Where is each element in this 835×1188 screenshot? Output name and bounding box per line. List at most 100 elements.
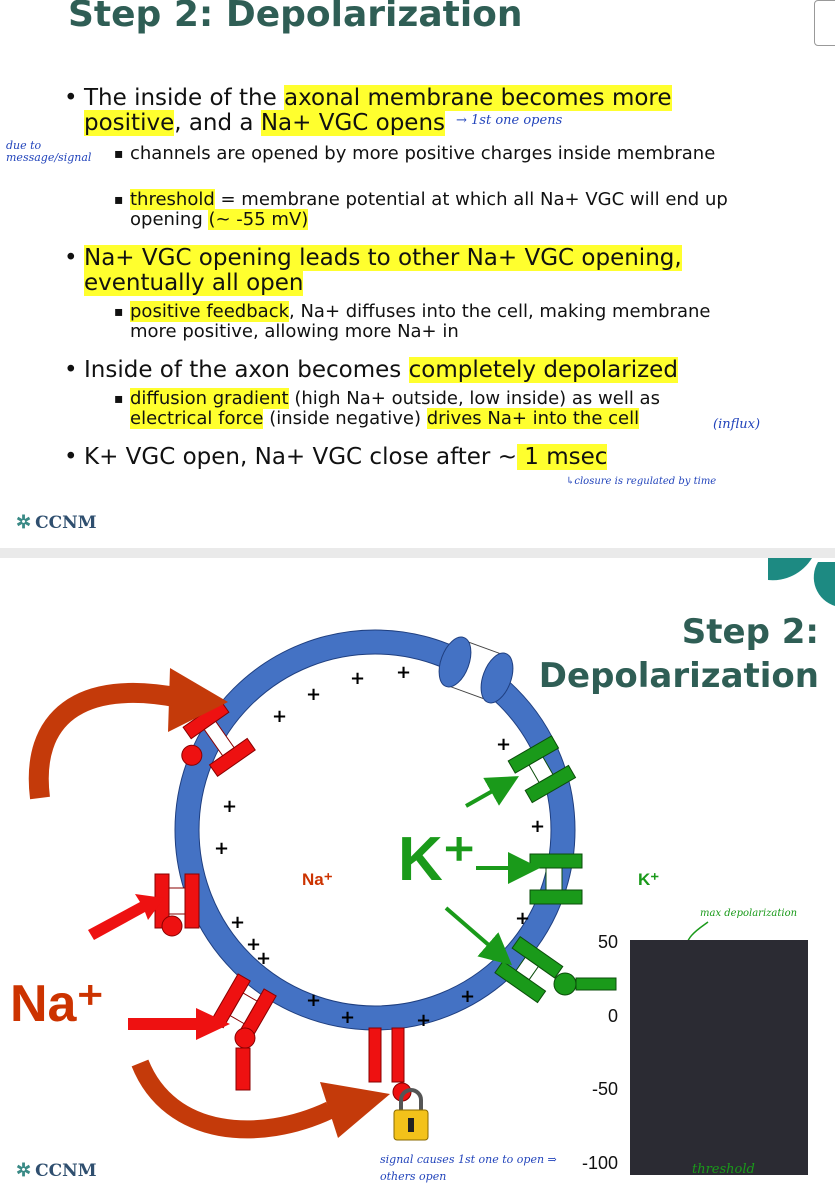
bullet-2: Na+ VGC opening leads to other Na+ VGC o… xyxy=(64,245,746,296)
highlighted-text: positive feedback xyxy=(130,301,290,322)
highlighted-text: threshold xyxy=(130,189,215,210)
highlighted-text: Na+ VGC opens xyxy=(260,110,446,136)
title-line-1: Step 2: xyxy=(681,612,819,652)
na-channel xyxy=(368,1027,412,1102)
bullet-1: The inside of the axonal membrane become… xyxy=(64,85,746,136)
plus-charge: + xyxy=(246,934,261,955)
plus-charge: + xyxy=(272,706,287,727)
lock-icon xyxy=(393,1088,429,1141)
na-arrow xyxy=(88,894,164,940)
na-gate xyxy=(234,1027,256,1049)
k-channel xyxy=(507,735,577,804)
membrane-pore xyxy=(438,636,514,704)
k-gate xyxy=(553,972,577,996)
plus-charge: + xyxy=(340,1007,355,1028)
k-label-large: K⁺ xyxy=(398,825,476,894)
y-tick-label: -100 xyxy=(581,1153,618,1173)
handwritten-note-max-depolarization: max depolarization xyxy=(700,908,798,919)
curved-arrow-head xyxy=(320,1082,390,1138)
na-channel xyxy=(154,873,200,937)
k-arrow xyxy=(444,906,513,966)
handwritten-note-signal: signal causes 1st one to open ⇒ others o… xyxy=(380,1153,557,1183)
highlighted-text: drives Na+ into the cell xyxy=(426,408,640,429)
plus-charge: + xyxy=(460,986,475,1007)
slide-title: Step 2:Depolarization xyxy=(539,610,819,698)
highlighted-text: completely depolarized xyxy=(408,357,678,383)
bullet-text: Inside of the axon becomes xyxy=(84,357,409,383)
handwritten-note-first-opens: → 1st one opens xyxy=(456,113,563,128)
bullet-text: , Na+ diffuses into the cell, making mem… xyxy=(130,301,711,342)
highlighted-text: Na+ VGC opening leads to other Na+ VGC o… xyxy=(84,245,682,296)
na-arrow xyxy=(128,1008,230,1040)
curved-arrows xyxy=(28,668,390,1139)
graph-panel xyxy=(630,940,808,1175)
slide-2: + + + + + + + + + + + + + + + + xyxy=(0,558,835,1188)
k-channel-tail xyxy=(575,977,617,991)
handwritten-note-influx: (influx) xyxy=(713,417,761,432)
plus-charge: + xyxy=(530,816,545,837)
membrane-ring xyxy=(174,629,576,1031)
bullet-text: = membrane potential at which all Na+ VG… xyxy=(130,189,728,230)
bullet-text: (inside negative) xyxy=(263,408,427,429)
curved-arrow xyxy=(28,682,182,800)
y-tick-label: 50 xyxy=(597,932,618,952)
bullet-text: , and a xyxy=(174,110,261,136)
bullet-3-sub-1: diffusion gradient (high Na+ outside, lo… xyxy=(114,388,744,429)
na-arrows xyxy=(88,894,230,1040)
plus-charge: + xyxy=(306,990,321,1011)
depolarization-diagram: + + + + + + + + + + + + + + + + xyxy=(28,558,835,1171)
ccnm-logo-icon: ✲ xyxy=(16,1160,32,1181)
k-arrow xyxy=(465,776,519,808)
ccnm-logo: ✲CCNM xyxy=(16,1160,97,1181)
bullet-text: (high Na+ outside, low inside) as well a… xyxy=(288,388,660,409)
curved-arrow-head xyxy=(168,668,228,732)
plus-charge: + xyxy=(496,734,511,755)
bullet-text: K+ VGC open, Na+ VGC close after ~ xyxy=(84,444,517,470)
corner-decoration xyxy=(768,558,835,606)
highlighted-text: diffusion gradient xyxy=(130,388,289,409)
slide-1: Step 2: Depolarization The inside of the… xyxy=(0,0,835,548)
bullet-3: Inside of the axon becomes completely de… xyxy=(64,357,746,383)
logo-text: CCNM xyxy=(35,1161,97,1181)
curved-arrow xyxy=(131,1059,334,1139)
corner-button[interactable] xyxy=(814,0,835,46)
handwritten-note-closure: ↳closure is regulated by time xyxy=(566,476,717,487)
k-channels xyxy=(494,735,617,1004)
logo-text: CCNM xyxy=(35,513,97,533)
k-label-small: K⁺ xyxy=(638,870,660,889)
k-channel xyxy=(494,936,564,1004)
bullet-text: The inside of the xyxy=(84,85,285,111)
plus-charge: + xyxy=(396,662,411,683)
plus-charge: + xyxy=(306,684,321,705)
plus-charge: + xyxy=(222,796,237,817)
y-tick-label: -50 xyxy=(591,1079,618,1100)
na-channels xyxy=(154,700,412,1102)
plus-charge: + xyxy=(230,912,245,933)
ccnm-logo-icon: ✲ xyxy=(16,512,32,533)
title-line-2: Depolarization xyxy=(538,656,819,696)
ccnm-logo: ✲CCNM xyxy=(16,512,97,533)
k-arrows xyxy=(444,776,540,966)
k-channel xyxy=(529,853,583,905)
bullet-text: channels are opened by more positive cha… xyxy=(130,143,716,164)
bullet-2-sub-1: positive feedback, Na+ diffuses into the… xyxy=(114,301,744,342)
plus-charge: + xyxy=(515,908,530,929)
na-label-large: Na⁺ xyxy=(10,975,104,1033)
handwritten-note-threshold: threshold xyxy=(692,1162,755,1177)
na-label-small: Na⁺ xyxy=(302,870,333,889)
handwritten-note-due-to: due to message/signal xyxy=(6,139,92,164)
y-tick-label: 0 xyxy=(607,1005,618,1026)
highlighted-text: (~ -55 mV) xyxy=(208,209,309,230)
na-channel xyxy=(181,700,256,778)
plus-charge: + xyxy=(256,948,271,969)
highlighted-text: electrical force xyxy=(130,408,264,429)
na-channel-tail xyxy=(235,1047,251,1091)
plus-charge: + xyxy=(214,838,229,859)
bullet-1-sub-2: threshold = membrane potential at which … xyxy=(114,189,744,230)
bullet-1-sub-1: channels are opened by more positive cha… xyxy=(114,143,744,165)
slide-title: Step 2: Depolarization xyxy=(68,0,523,35)
bullet-4: K+ VGC open, Na+ VGC close after ~ 1 mse… xyxy=(64,444,746,470)
plus-charge: + xyxy=(416,1010,431,1031)
plus-charge: + xyxy=(350,668,365,689)
highlighted-text: 1 msec xyxy=(516,444,608,470)
